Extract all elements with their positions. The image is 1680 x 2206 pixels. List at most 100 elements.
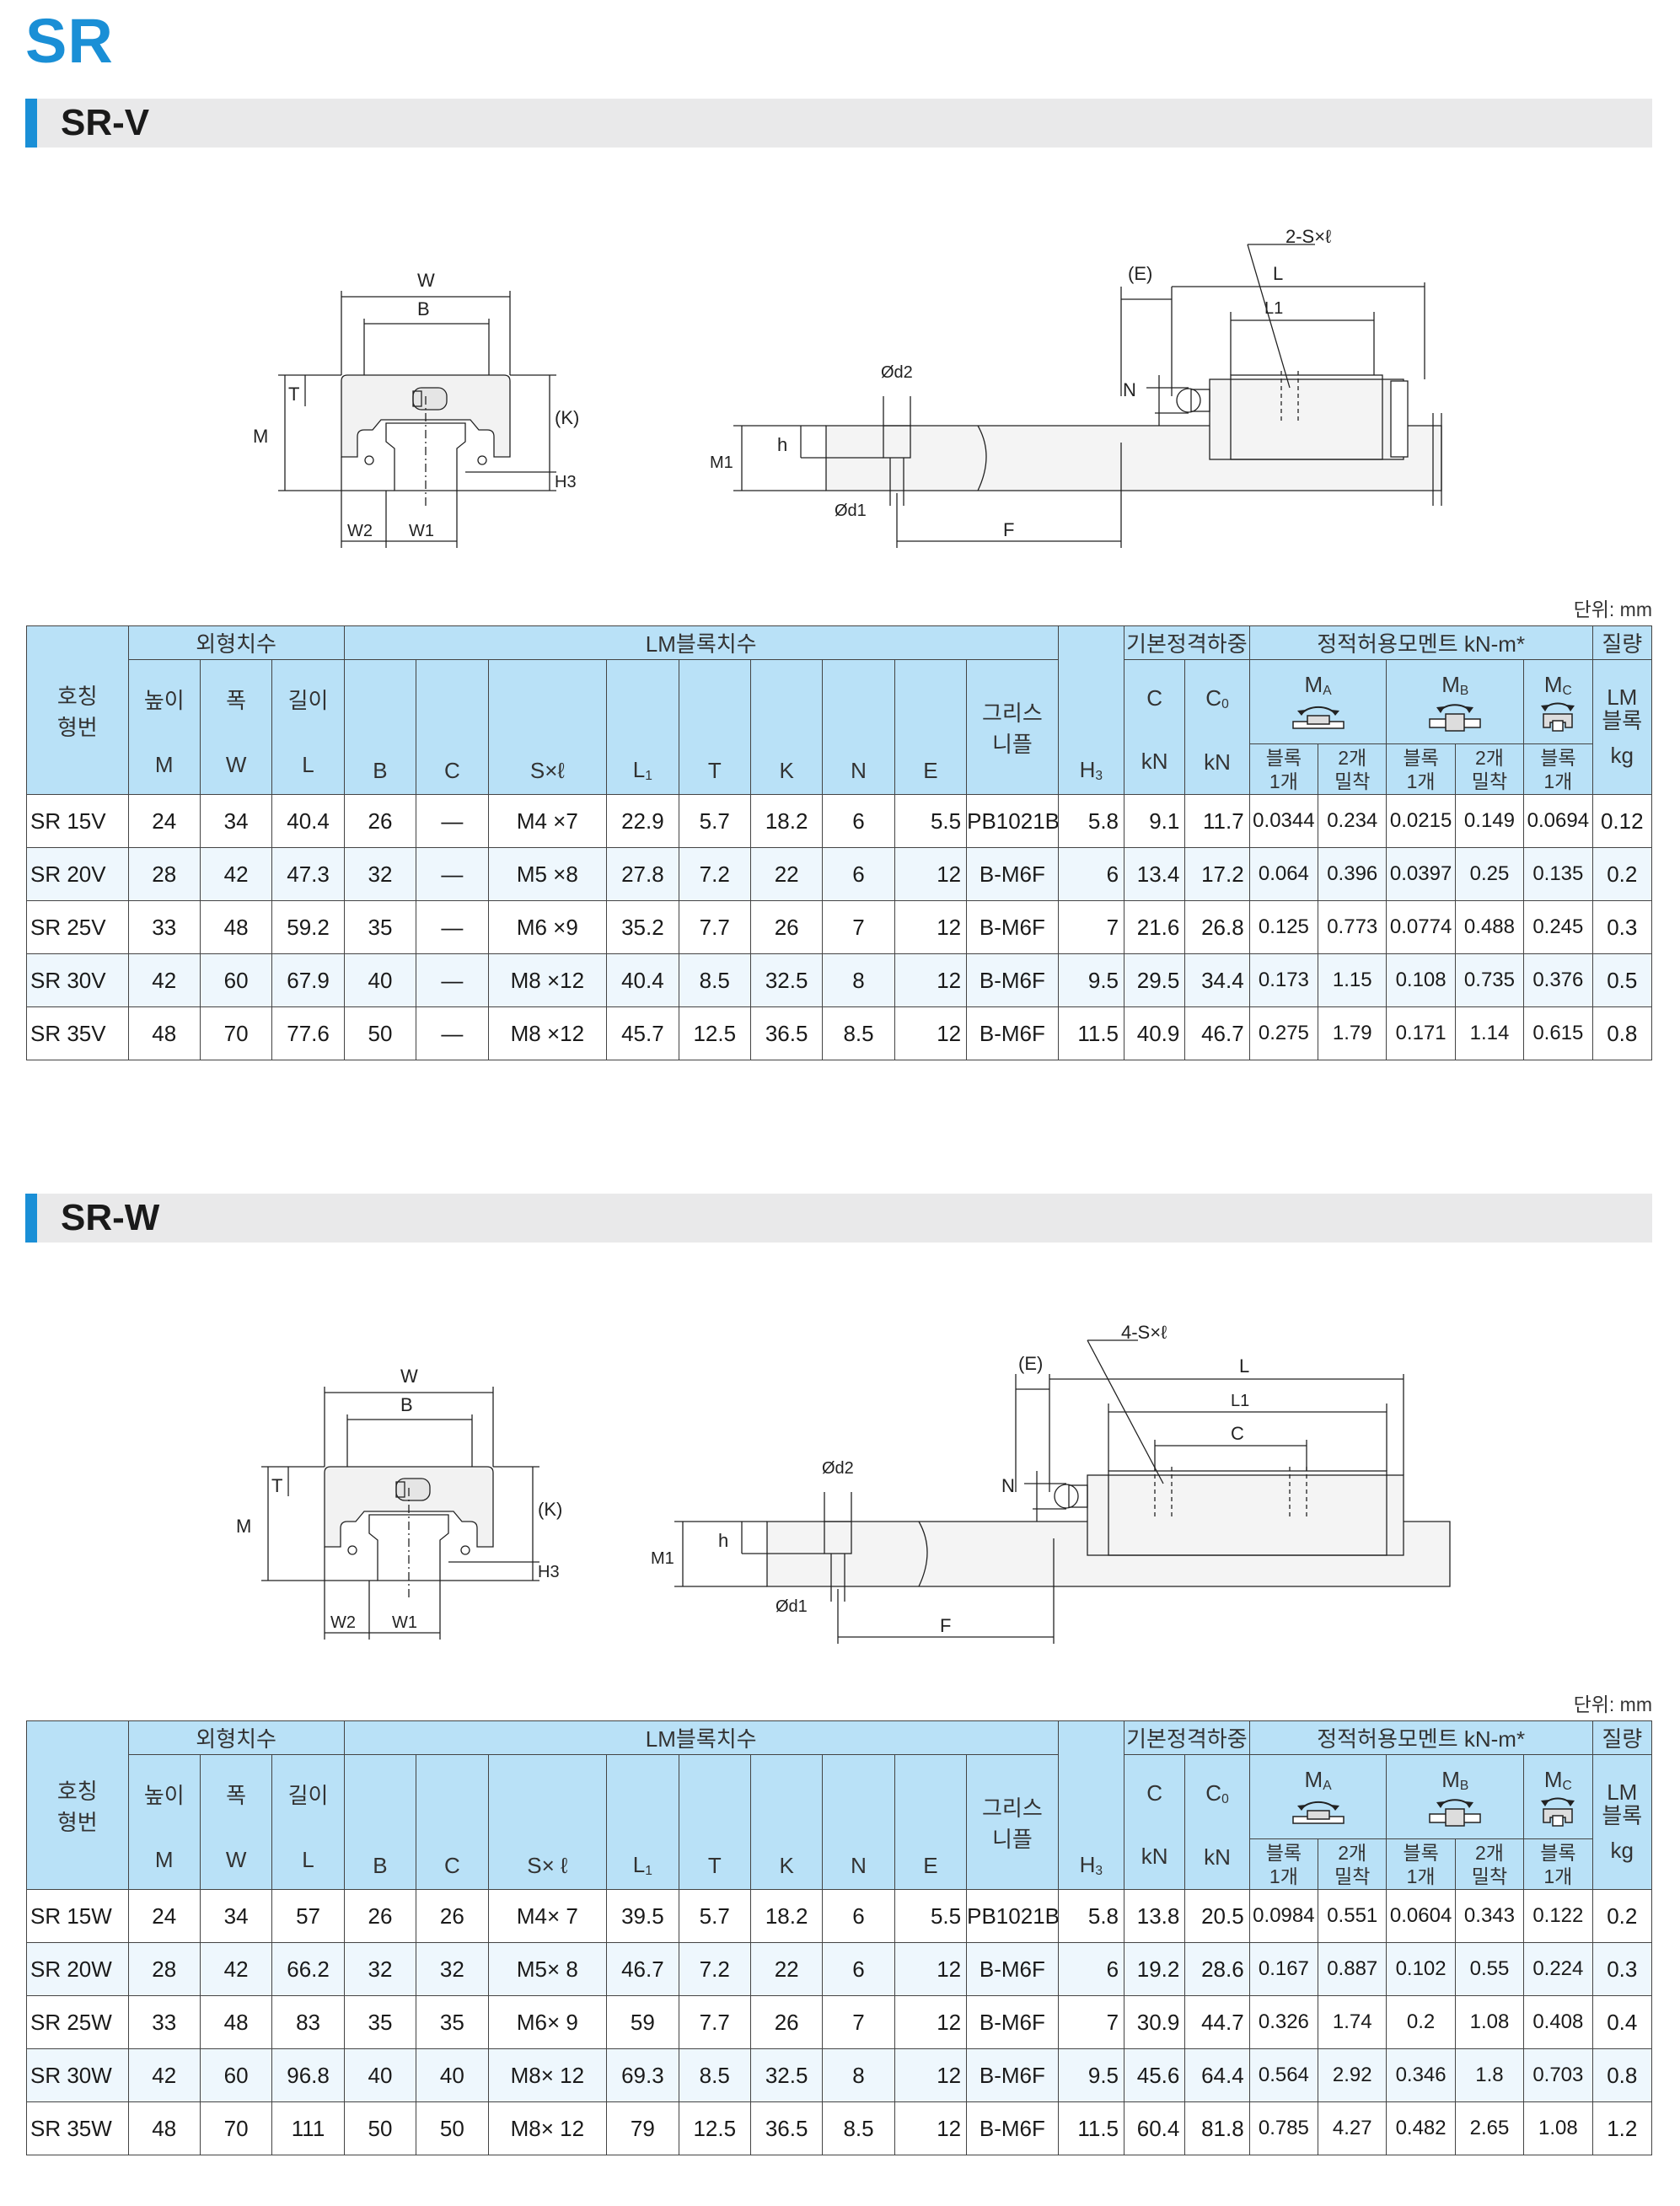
table-cell: 0.122 <box>1523 1889 1593 1943</box>
dim-label: Ød2 <box>822 1459 854 1478</box>
dim-label: (E) <box>1018 1353 1043 1374</box>
dim-label: F <box>940 1615 951 1636</box>
table-cell: 0.171 <box>1386 1006 1456 1060</box>
dim-label: W <box>400 1366 418 1387</box>
header-outer: 외형치수 <box>127 1720 345 1755</box>
table-cell: 0.8 <box>1591 2048 1653 2102</box>
header-outer: 외형치수 <box>127 625 345 660</box>
header-h3: H3 <box>1057 625 1125 795</box>
table-cell: 59.2 <box>271 900 345 954</box>
table-cell: 11.7 <box>1184 794 1250 848</box>
table-cell: 26.8 <box>1184 900 1250 954</box>
table-cell: 12 <box>894 1006 968 1060</box>
dim-label: L <box>1273 263 1283 284</box>
table-cell: 0.25 <box>1454 847 1525 901</box>
table-cell: 0.0774 <box>1386 900 1456 954</box>
table-cell: 5.5 <box>894 1889 968 1943</box>
table-cell: 8.5 <box>678 953 751 1007</box>
header-one-block: 블록 1개 <box>1248 1838 1319 1890</box>
header-b: B <box>343 659 417 795</box>
table-cell: 20.5 <box>1184 1889 1250 1943</box>
table-cell: 96.8 <box>271 2048 345 2102</box>
table-cell: 13.8 <box>1124 1889 1186 1943</box>
table-cell: 0.3 <box>1591 1942 1653 1996</box>
table-cell: 48 <box>199 1995 273 2049</box>
cross-section-diagram: W B T M (K) H3 W2 W1 <box>244 261 598 556</box>
table-cell: 26 <box>749 1995 824 2049</box>
table-cell: B-M6F <box>966 900 1059 954</box>
table-cell: 45.6 <box>1124 2048 1186 2102</box>
table-cell: 34 <box>199 1889 273 1943</box>
roll-moment-icon <box>1541 701 1575 732</box>
table-cell: 8.5 <box>678 2048 751 2102</box>
dim-label: Ød2 <box>881 363 913 382</box>
table-cell: 24 <box>127 1889 201 1943</box>
table-cell: 0.326 <box>1248 1995 1319 2049</box>
dim-label: M <box>253 426 268 447</box>
header-lm: LM블록치수 <box>343 1720 1059 1755</box>
table-cell: 45.7 <box>606 1006 679 1060</box>
dim-label: (E) <box>1128 263 1152 284</box>
table-cell: 0.5 <box>1591 953 1653 1007</box>
table-cell: 32.5 <box>749 953 824 1007</box>
table-cell: 12 <box>894 900 968 954</box>
table-cell: 57 <box>271 1889 345 1943</box>
table-cell: 40 <box>416 2048 489 2102</box>
table-cell: 50 <box>343 2101 417 2155</box>
table-cell: 7.7 <box>678 1995 751 2049</box>
header-moment: 정적허용모멘트 kN-m* <box>1248 625 1593 660</box>
header-one-block: 블록 1개 <box>1386 1838 1456 1890</box>
header-load: 기본정격하중 <box>1124 1720 1250 1755</box>
header-mb: MB <box>1386 1754 1525 1839</box>
dim-label: L1 <box>1264 299 1283 318</box>
table-cell: 0.376 <box>1523 953 1593 1007</box>
table-cell: 30.9 <box>1124 1995 1186 2049</box>
dim-label: H3 <box>538 1563 560 1581</box>
table-cell: 28 <box>127 847 201 901</box>
dim-label: Ød1 <box>835 502 867 520</box>
table-cell: — <box>416 900 489 954</box>
table-cell: 111 <box>271 2101 345 2155</box>
table-cell: 29.5 <box>1124 953 1186 1007</box>
table-cell: B-M6F <box>966 2048 1059 2102</box>
table-cell: 0.8 <box>1591 1006 1653 1060</box>
dim-label: h <box>777 434 787 455</box>
dim-label: N <box>1001 1475 1015 1496</box>
table-cell: 0.703 <box>1523 2048 1593 2102</box>
table-cell: 12 <box>894 2048 968 2102</box>
section-header-sr-v: SR-V <box>25 99 1652 148</box>
dim-label: H3 <box>555 473 577 491</box>
table-cell: 40.9 <box>1124 1006 1186 1060</box>
table-cell: M8 ×12 <box>487 1006 608 1060</box>
table-cell: 83 <box>271 1995 345 2049</box>
table-cell: 12 <box>894 1995 968 2049</box>
table-cell: 33 <box>127 900 201 954</box>
table-cell: 6 <box>822 847 895 901</box>
table-cell: 9.5 <box>1057 953 1125 1007</box>
dim-label: W <box>417 270 435 291</box>
table-cell: 7 <box>1057 1995 1125 2049</box>
table-cell: 12 <box>894 2101 968 2155</box>
side-view-diagram: 4-S×ℓ (E) L L1 C N Ød2 h M1 Ød1 F <box>641 1322 1467 1652</box>
table-cell: 33 <box>127 1995 201 2049</box>
model-cell: SR 15V <box>26 794 129 848</box>
header-mass: 질량 <box>1591 625 1653 660</box>
table-cell: 50 <box>343 1006 417 1060</box>
table-cell: 0.224 <box>1523 1942 1593 1996</box>
table-cell: 0.108 <box>1386 953 1456 1007</box>
header-n: N <box>822 1754 895 1890</box>
header-mass: 질량 <box>1591 1720 1653 1755</box>
table-cell: 22 <box>749 847 824 901</box>
table-cell: 5.7 <box>678 794 751 848</box>
table-cell: 0.064 <box>1248 847 1319 901</box>
table-cell: 0.564 <box>1248 2048 1319 2102</box>
table-cell: 77.6 <box>271 1006 345 1060</box>
unit-label: 단위: mm <box>1573 1693 1652 1715</box>
table-cell: 5.8 <box>1057 794 1125 848</box>
table-cell: 18.2 <box>749 1889 824 1943</box>
